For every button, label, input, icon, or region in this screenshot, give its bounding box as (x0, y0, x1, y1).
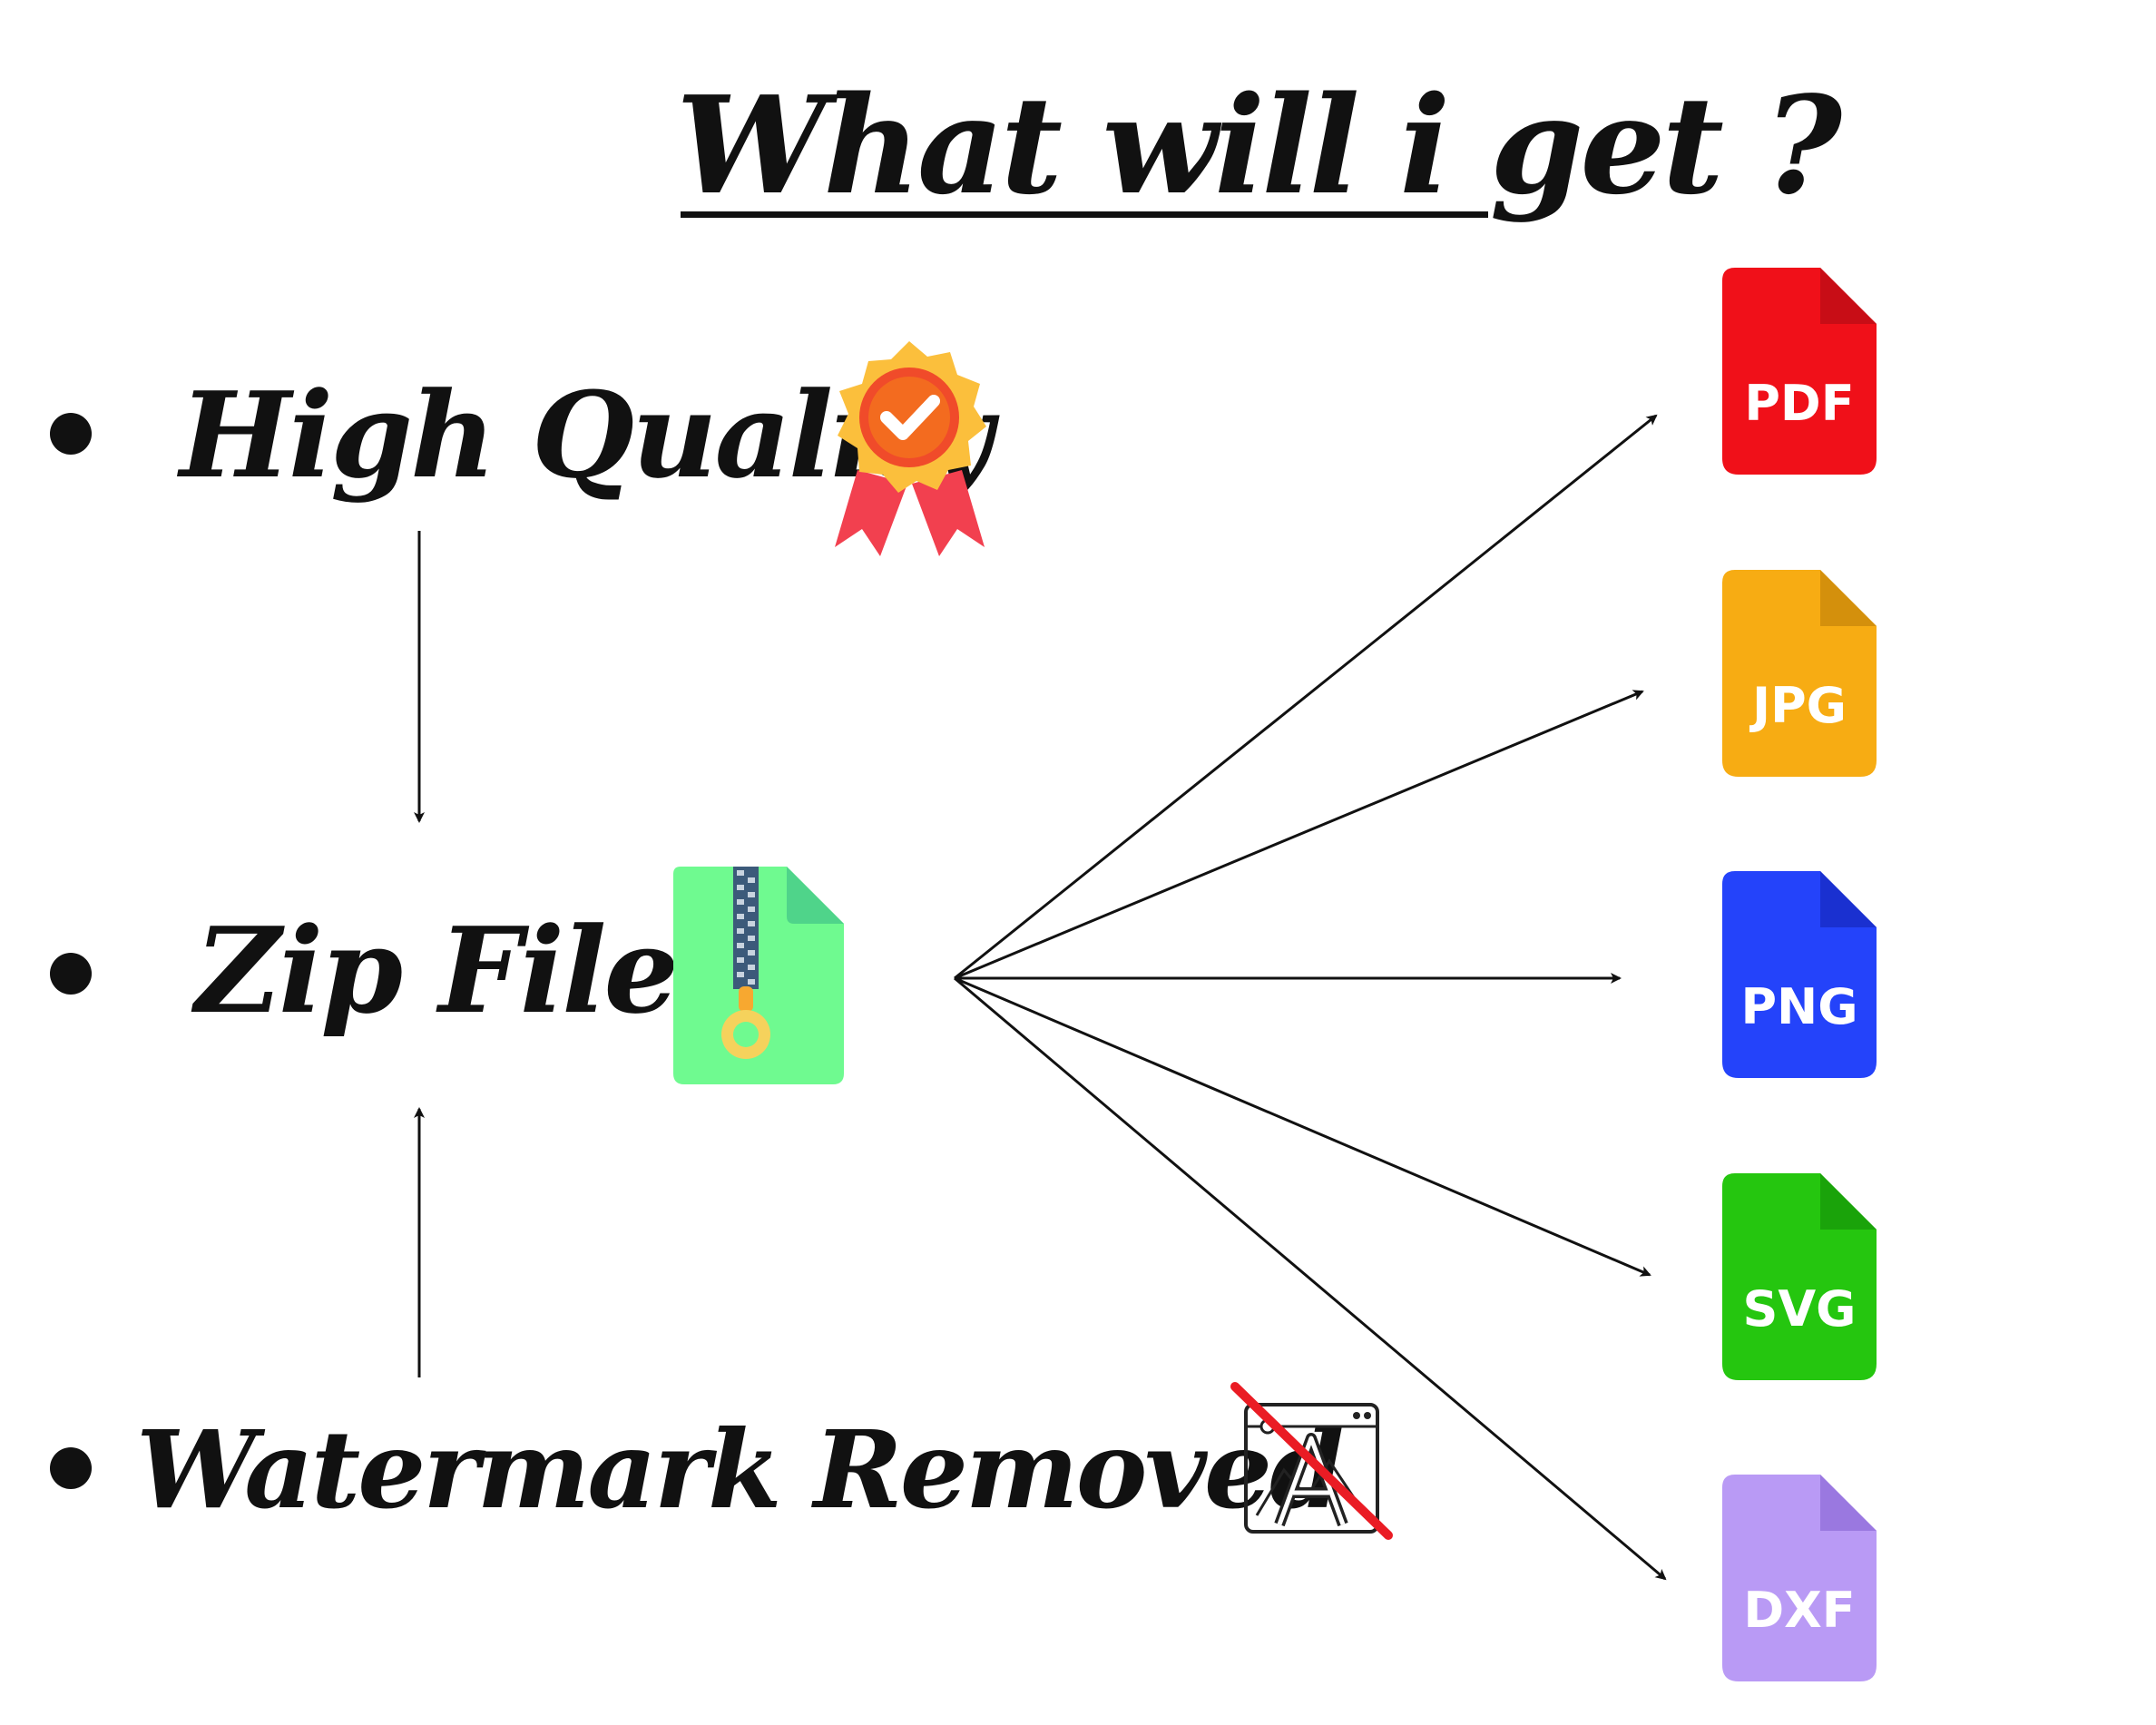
bullet-high-quality (50, 413, 92, 455)
png-file-icon: PNG (1722, 871, 1877, 1078)
svg-label: SVG (1742, 1280, 1857, 1338)
file-fold (1820, 268, 1877, 324)
title-underline (681, 211, 1488, 218)
award-badge-icon (821, 334, 998, 561)
zip-file-icon (673, 867, 846, 1084)
jpg-label: JPG (1752, 677, 1847, 734)
pdf-label: PDF (1744, 375, 1855, 432)
file-body (1722, 268, 1877, 475)
svg-file-icon: SVG (1722, 1173, 1877, 1380)
dxf-file-icon: DXF (1722, 1475, 1877, 1681)
pdf-file-icon: PDF (1722, 268, 1877, 475)
arrow-to-pdf (954, 414, 1658, 980)
item-label-watermark-removed: Watermark Removed (136, 1406, 1345, 1533)
dxf-label: DXF (1743, 1582, 1856, 1639)
no-watermark-icon (1230, 1379, 1393, 1543)
png-label: PNG (1740, 978, 1858, 1035)
arrow-to-jpg (954, 690, 1644, 980)
jpg-file-icon: JPG (1722, 570, 1877, 777)
bullet-watermark-removed (50, 1447, 92, 1489)
item-label-zip-file: Zip File (195, 901, 679, 1040)
arrow-to-dxf (954, 976, 1667, 1581)
arrow-to-svg (954, 976, 1651, 1277)
bullet-zip-file (50, 953, 92, 995)
